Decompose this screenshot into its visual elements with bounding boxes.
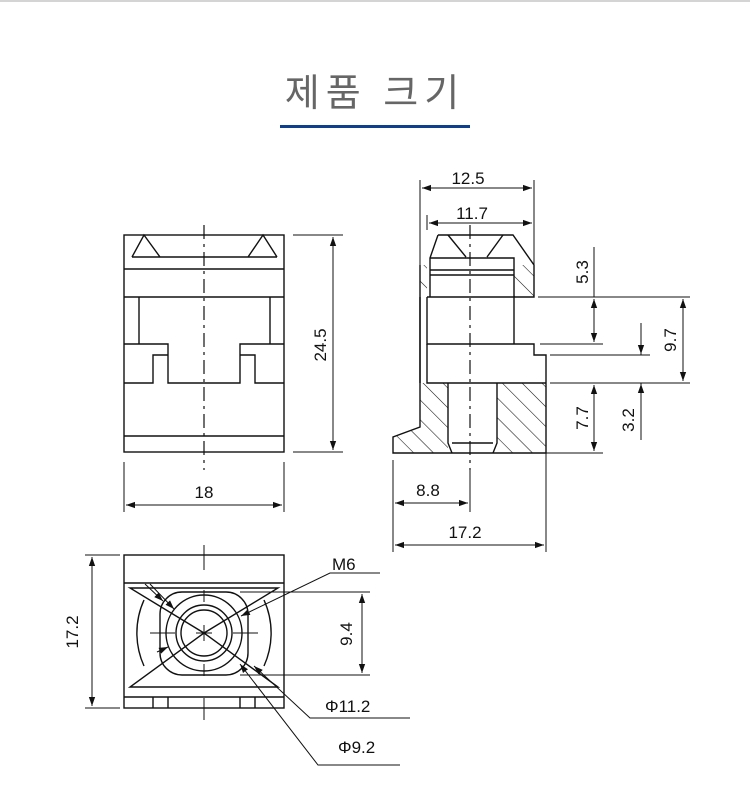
side-inner-lines xyxy=(419,234,546,384)
bottom-centerlines xyxy=(150,545,258,720)
top-divider xyxy=(0,0,750,2)
total-width-label: 17.2 xyxy=(448,523,481,542)
side-thread-hole xyxy=(447,383,498,454)
width-label: 18 xyxy=(195,483,214,502)
front-steps xyxy=(124,343,284,437)
phi11-leader xyxy=(253,665,410,719)
front-view: 24.5 18 xyxy=(123,225,343,512)
height-label: 24.5 xyxy=(311,328,330,361)
side-view: 12.5 11.7 5.3 9.7 3.2 7.7 8.8 17.2 xyxy=(392,169,690,552)
base-height-label: 7.7 xyxy=(573,406,592,430)
ring-circle xyxy=(175,604,233,662)
front-extension-lines xyxy=(123,234,343,512)
phi11-leader-tail xyxy=(144,583,164,602)
outer-diameter-label: Φ11.2 xyxy=(325,697,370,716)
m6-leader-tail xyxy=(156,646,169,654)
hatch-right xyxy=(497,383,546,453)
center-offset-label: 8.8 xyxy=(416,481,440,500)
thread-label: M6 xyxy=(332,555,356,574)
inner-diameter-label: Φ9.2 xyxy=(338,738,375,757)
bottom-extension-lines xyxy=(85,554,370,709)
phi9-leader-tail xyxy=(149,583,175,610)
upper-height-label: 5.3 xyxy=(573,260,592,284)
inner-height-label: 9.4 xyxy=(337,622,356,646)
m6-leader xyxy=(240,572,380,617)
hole-circle xyxy=(180,609,228,657)
middle-height-label: 9.7 xyxy=(661,328,680,352)
bottom-view: 17.2 9.4 M6 Φ11.2 Φ9.2 xyxy=(63,545,410,766)
inner-width-label: 11.7 xyxy=(456,204,488,223)
outer-arcs xyxy=(136,599,272,667)
bottom-height-label: 17.2 xyxy=(63,615,82,648)
step-height-label: 3.2 xyxy=(619,408,638,432)
page-title: 제품 크기 xyxy=(284,73,466,115)
phi9-leader xyxy=(239,663,400,766)
hatch-cap xyxy=(420,265,534,297)
front-bands xyxy=(124,268,284,344)
outer-width-label: 12.5 xyxy=(451,169,484,188)
title-underline xyxy=(280,125,470,128)
